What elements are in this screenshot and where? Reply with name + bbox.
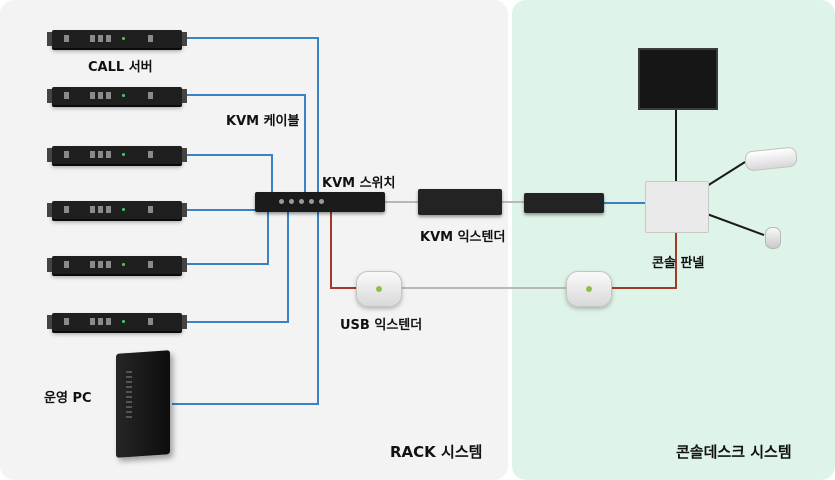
rack-system-zone: [0, 0, 508, 480]
kvm-cable-server-6: [186, 212, 289, 323]
call-server-label: CALL 서버: [88, 60, 153, 75]
kvm-cable-server-5: [186, 212, 269, 265]
usb-extender-label: USB 익스텐더: [340, 318, 423, 333]
kvm-extender-transmitter: [418, 189, 502, 215]
kvm-cable-server-2: [186, 94, 306, 194]
console-desk-system-label: 콘솔데스크 시스템: [676, 443, 792, 461]
kvm-switch-device: [255, 192, 385, 212]
kvm-switch-label: KVM 스위치: [322, 176, 396, 191]
kvm-extender-receiver: [524, 193, 604, 213]
peripheral-cables: [675, 108, 765, 236]
keyboard-cable: [706, 161, 746, 187]
console-panel-device: [645, 181, 709, 233]
usb-cable-panel: [610, 231, 677, 289]
operation-pc-label: 운영 PC: [44, 391, 92, 406]
kvm-extender-label: KVM 익스텐더: [420, 230, 506, 245]
kvm-cable-label: KVM 케이블: [226, 114, 300, 129]
call-server-3: [47, 146, 187, 164]
monitor-icon: [638, 48, 718, 110]
kvm-cables: [172, 37, 319, 405]
mouse-icon: [765, 227, 781, 249]
usb-extender-transmitter: [356, 271, 402, 307]
call-server-2: [47, 87, 187, 105]
kvm-cable-pc: [172, 212, 319, 405]
extender-links: [385, 201, 566, 289]
rack-system-label: RACK 시스템: [390, 443, 483, 461]
call-server-6: [47, 313, 187, 331]
operation-pc-tower: [116, 350, 170, 458]
call-server-5: [47, 256, 187, 274]
usb-extender-receiver: [566, 271, 612, 307]
usb-cables: [330, 212, 677, 289]
kvm-cable-server-1: [186, 37, 319, 194]
console-panel-label: 콘솔 판넬: [652, 256, 705, 271]
call-server-1: [47, 30, 187, 48]
usb-cable-switch: [330, 212, 356, 289]
kvm-cable-server-3: [186, 154, 273, 194]
mouse-cable: [706, 213, 765, 236]
call-server-4: [47, 201, 187, 219]
